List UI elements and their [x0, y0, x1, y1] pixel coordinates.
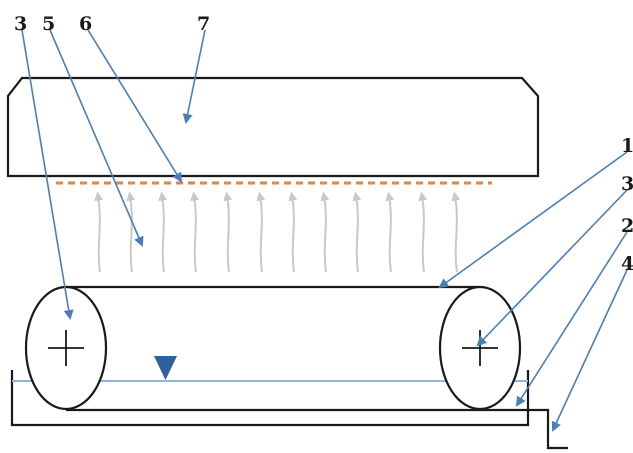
vapor-arrow-icon — [451, 191, 461, 273]
leader-4 — [551, 269, 628, 432]
vapor-arrow-icon — [158, 191, 168, 273]
callout-label-5: 5 — [42, 13, 55, 35]
callout-label-2: 2 — [621, 215, 633, 237]
left-roller-axis-icon — [48, 330, 84, 366]
water-basin — [10, 370, 530, 427]
vapor-arrow-icon — [126, 191, 136, 273]
vapor-arrow-icon — [94, 191, 104, 273]
leader-6 — [87, 29, 183, 183]
vapor-arrow-icon — [256, 191, 266, 273]
leader-5 — [49, 29, 144, 247]
leader-3-left — [21, 29, 74, 320]
callout-label-3-right: 3 — [621, 173, 633, 195]
vapor-arrow-icon — [385, 191, 395, 273]
vapor-arrow-icon — [418, 191, 428, 273]
vapor-arrow-icon — [320, 191, 330, 273]
leader-2 — [515, 231, 628, 407]
callout-label-4: 4 — [621, 253, 633, 275]
top-plate — [6, 76, 540, 178]
vapor-arrow-icon — [223, 191, 233, 273]
callout-label-7: 7 — [197, 13, 210, 35]
vapor-arrow-icon — [190, 191, 200, 273]
vapor-arrow-icon — [288, 191, 298, 273]
vapor-arrows — [94, 191, 461, 273]
drain-pipe — [480, 408, 568, 450]
water-level-marker-icon — [154, 356, 177, 380]
leader-3-right — [476, 189, 628, 347]
vapor-arrow-icon — [352, 191, 362, 273]
callout-label-6: 6 — [79, 13, 92, 35]
leader-1 — [438, 151, 628, 289]
leader-7 — [182, 29, 206, 124]
callout-label-1: 1 — [621, 135, 633, 157]
callout-label-3-left: 3 — [14, 13, 27, 35]
